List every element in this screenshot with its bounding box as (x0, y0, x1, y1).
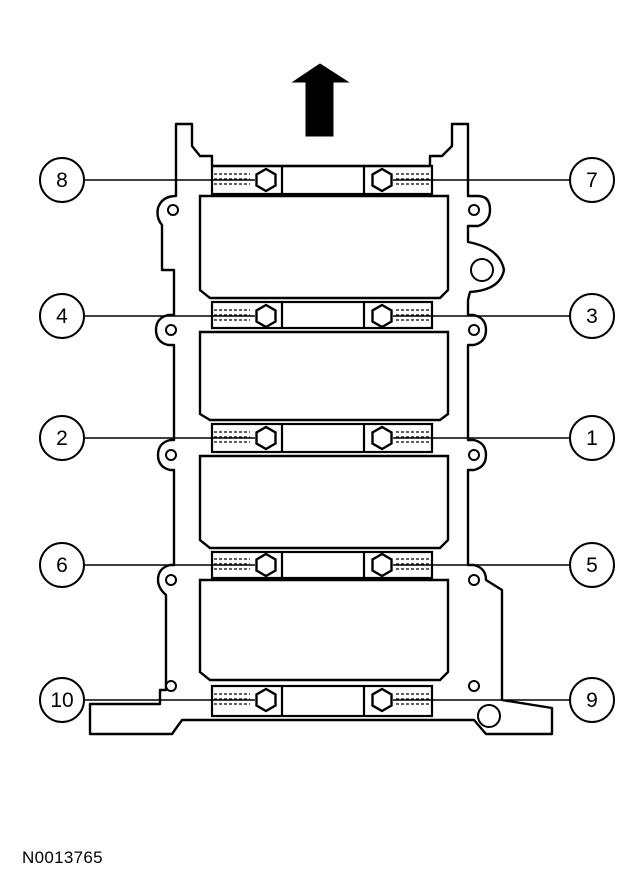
callout-circle (569, 415, 615, 461)
bearing-caps (210, 164, 434, 718)
callout-circle (569, 542, 615, 588)
callout-number: 7 (586, 169, 598, 192)
callout-number: 3 (586, 305, 598, 328)
callout-circle (569, 157, 615, 203)
callout-circle (39, 677, 85, 723)
callout-2: 2 (39, 415, 85, 461)
callout-number: 6 (56, 554, 68, 577)
callout-number: 1 (586, 427, 598, 450)
bolt-2-icon (255, 425, 277, 451)
window-1 (198, 194, 450, 300)
casting-outline (88, 122, 554, 736)
callout-number: 9 (586, 689, 598, 712)
bolt-1-icon (371, 425, 393, 451)
callout-circle (569, 677, 615, 723)
callout-1: 1 (569, 415, 615, 461)
callout-circle (39, 542, 85, 588)
callout-circle (39, 415, 85, 461)
bolt-7-icon (371, 167, 393, 193)
callout-5: 5 (569, 542, 615, 588)
bolt-9-icon (371, 687, 393, 713)
bolt-heads (255, 167, 393, 713)
window-4 (198, 578, 450, 682)
callout-number: 10 (50, 689, 73, 712)
bearing-cap-row-5 (210, 684, 434, 718)
window-3 (198, 454, 450, 550)
bolt-5-icon (371, 552, 393, 578)
callout-10: 10 (39, 677, 85, 723)
bolt-3-icon (371, 303, 393, 329)
callout-9: 9 (569, 677, 615, 723)
bolt-4-icon (255, 303, 277, 329)
callout-6: 6 (39, 542, 85, 588)
bearing-cap-row-2 (210, 300, 434, 330)
bearing-windows (198, 194, 450, 682)
window-2 (198, 330, 450, 422)
callout-3: 3 (569, 293, 615, 339)
front-arrow-icon (291, 63, 350, 137)
bolt-8-icon (255, 167, 277, 193)
callout-circle (39, 157, 85, 203)
callout-8: 8 (39, 157, 85, 203)
callout-7: 7 (569, 157, 615, 203)
bolt-10-icon (255, 687, 277, 713)
bolt-6-icon (255, 552, 277, 578)
callout-number: 5 (586, 554, 598, 577)
callouts: 8 7 4 3 2 1 6 5 10 9 (39, 157, 615, 723)
callout-number: 8 (56, 169, 68, 192)
callout-circle (569, 293, 615, 339)
leader-lines (84, 179, 570, 701)
callout-number: 2 (56, 427, 68, 450)
callout-4: 4 (39, 293, 85, 339)
callout-circle (39, 293, 85, 339)
hatching (214, 173, 430, 705)
dowel-holes (165, 204, 501, 728)
figure-id: N0013765 (22, 848, 103, 867)
callout-number: 4 (56, 305, 68, 328)
